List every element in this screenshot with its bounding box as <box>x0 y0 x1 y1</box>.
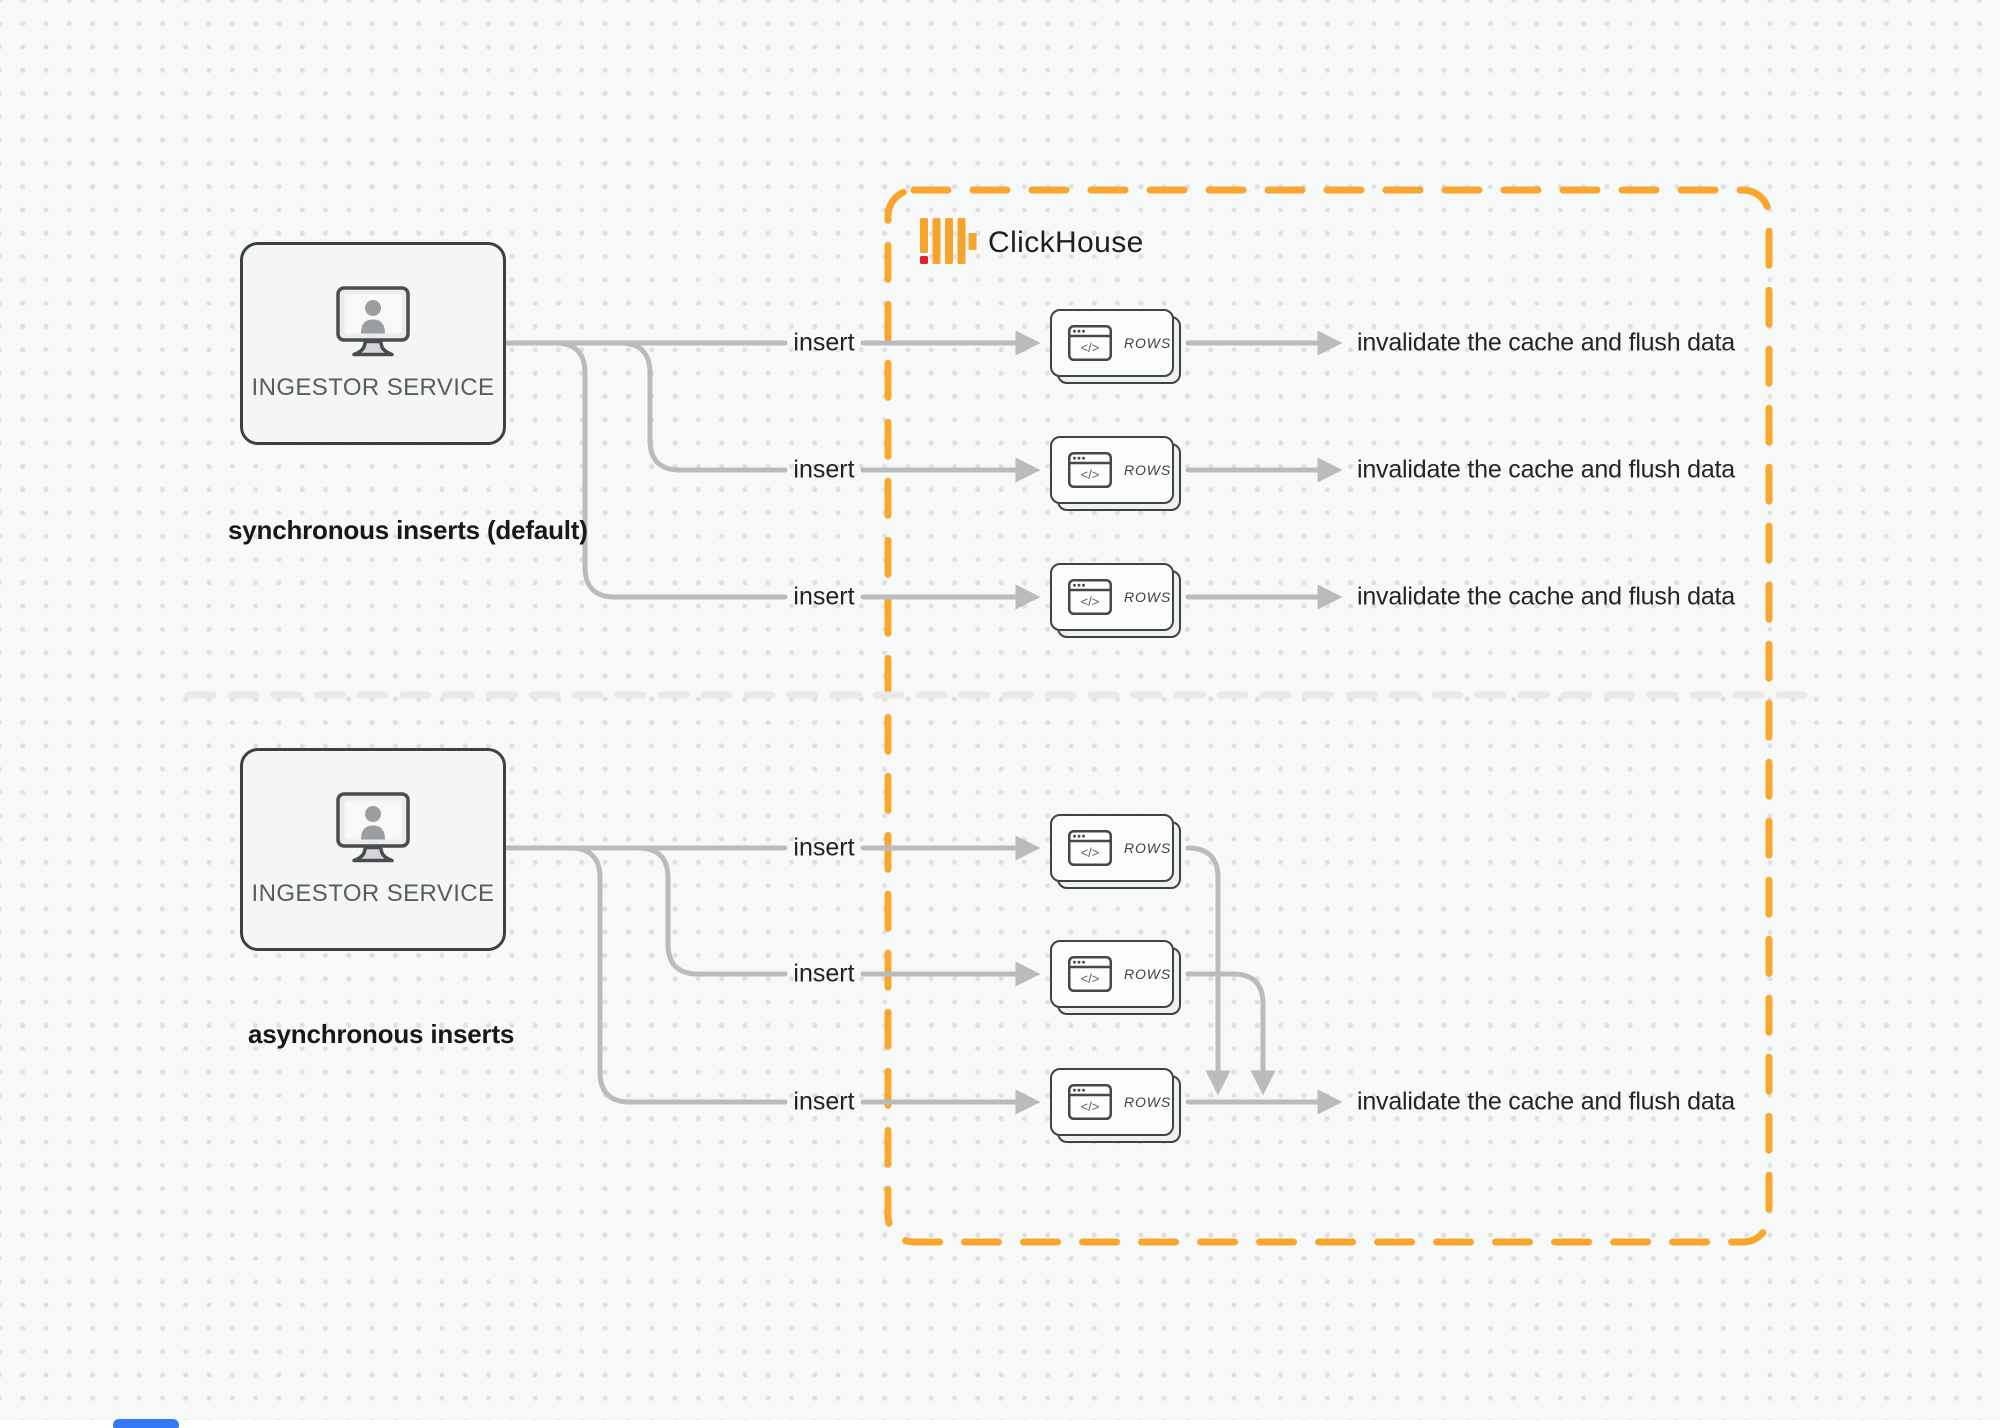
code-glyph: </> <box>1081 845 1100 860</box>
rows-label: ROWS <box>1124 840 1172 856</box>
insert-label: insert <box>793 582 855 611</box>
sync-connector-row3 <box>552 340 788 600</box>
rows-card: </> ROWS <box>1050 309 1182 385</box>
insert-label: insert <box>793 455 855 484</box>
browser-window-icon: </> <box>1068 325 1112 361</box>
insert-label: insert <box>793 328 855 357</box>
insert-label: insert <box>793 959 855 988</box>
ingestor-service-label: INGESTOR SERVICE <box>251 373 495 401</box>
sync-connector-row2 <box>617 340 788 473</box>
code-glyph: </> <box>1081 971 1100 986</box>
insert-label: insert <box>793 1087 855 1116</box>
monitor-user-icon <box>336 285 410 356</box>
ingestor-service-box-async: INGESTOR SERVICE <box>240 748 506 951</box>
clickhouse-logo-icon <box>920 218 977 264</box>
sync-section-caption: synchronous inserts (default) <box>228 515 588 545</box>
rows-label: ROWS <box>1124 1094 1172 1110</box>
ingestor-service-box-sync: INGESTOR SERVICE <box>240 242 506 445</box>
rows-card-front: </> ROWS <box>1050 1068 1174 1136</box>
rows-card: </> ROWS <box>1050 1068 1182 1144</box>
result-label: invalidate the cache and flush data <box>1357 582 1735 611</box>
result-label: invalidate the cache and flush data <box>1357 328 1735 357</box>
ingestor-service-label: INGESTOR SERVICE <box>251 879 495 907</box>
browser-window-icon: </> <box>1068 1084 1112 1120</box>
browser-window-icon: </> <box>1068 956 1112 992</box>
async-converge-arrow-1 <box>1185 845 1231 1096</box>
insert-label: insert <box>793 833 855 862</box>
rows-card: </> ROWS <box>1050 940 1182 1016</box>
rows-label: ROWS <box>1124 966 1172 982</box>
async-converge-arrow-2 <box>1185 971 1276 1096</box>
result-label: invalidate the cache and flush data <box>1357 455 1735 484</box>
code-glyph: </> <box>1081 594 1100 609</box>
rows-card: </> ROWS <box>1050 436 1182 512</box>
browser-window-icon: </> <box>1068 579 1112 615</box>
bottom-edge-pill <box>113 1419 179 1428</box>
bottom-edge-strip <box>0 1420 2000 1428</box>
rows-label: ROWS <box>1124 462 1172 478</box>
rows-card-front: </> ROWS <box>1050 309 1174 377</box>
async-connector-row3 <box>567 845 788 1105</box>
rows-card-front: </> ROWS <box>1050 436 1174 504</box>
clickhouse-boundary <box>884 186 1773 1246</box>
rows-card: </> ROWS <box>1050 563 1182 639</box>
code-glyph: </> <box>1081 340 1100 355</box>
rows-label: ROWS <box>1124 589 1172 605</box>
code-glyph: </> <box>1081 467 1100 482</box>
rows-card-front: </> ROWS <box>1050 940 1174 1008</box>
monitor-user-icon <box>336 791 410 862</box>
browser-window-icon: </> <box>1068 452 1112 488</box>
result-label: invalidate the cache and flush data <box>1357 1087 1735 1116</box>
async-connector-row2 <box>635 845 788 977</box>
rows-card-front: </> ROWS <box>1050 814 1174 882</box>
browser-window-icon: </> <box>1068 830 1112 866</box>
rows-card-front: </> ROWS <box>1050 563 1174 631</box>
code-glyph: </> <box>1081 1099 1100 1114</box>
async-section-caption: asynchronous inserts <box>248 1019 515 1049</box>
clickhouse-wordmark: ClickHouse <box>988 226 1144 259</box>
rows-label: ROWS <box>1124 335 1172 351</box>
rows-card: </> ROWS <box>1050 814 1182 890</box>
